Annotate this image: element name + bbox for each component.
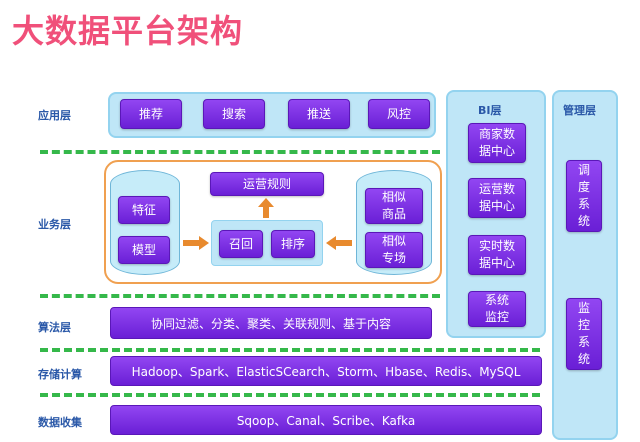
bi-layer-title: BI层	[478, 104, 502, 117]
bi-item-merchant[interactable]: 商家数据中心	[468, 123, 526, 163]
arrow-up-icon	[258, 198, 274, 218]
operation-rules-button[interactable]: 运营规则	[210, 172, 324, 196]
layer-label-storage: 存储计算	[38, 368, 82, 381]
recall-button[interactable]: 召回	[219, 230, 263, 258]
similar-products-label: 相似商品	[381, 190, 406, 221]
bi-item-label: 系统监控	[484, 293, 509, 324]
page-title: 大数据平台架构	[12, 12, 244, 50]
scheduling-system-button[interactable]: 调度系统	[566, 160, 602, 232]
bi-item-monitor[interactable]: 系统监控	[468, 291, 526, 327]
bi-item-realtime[interactable]: 实时数据中心	[468, 235, 526, 275]
similar-products-button[interactable]: 相似商品	[365, 188, 423, 224]
layer-label-business: 业务层	[38, 218, 71, 231]
scheduling-system-label: 调度系统	[577, 163, 590, 228]
app-item-recommend[interactable]: 推荐	[120, 99, 182, 129]
arrow-left-icon	[326, 236, 352, 250]
monitoring-system-button[interactable]: 监控系统	[566, 298, 602, 370]
algorithm-bar[interactable]: 协同过滤、分类、聚类、关联规则、基于内容	[110, 307, 432, 339]
app-item-search[interactable]: 搜索	[203, 99, 265, 129]
separator-line	[40, 294, 440, 298]
feature-button[interactable]: 特征	[118, 196, 170, 224]
model-button[interactable]: 模型	[118, 236, 170, 264]
similar-venues-label: 相似专场	[381, 234, 406, 265]
management-layer-title: 管理层	[563, 104, 596, 117]
arrow-right-icon	[183, 236, 209, 250]
separator-line	[40, 150, 440, 154]
bi-item-label: 运营数据中心	[478, 182, 515, 213]
monitoring-system-label: 监控系统	[577, 301, 590, 366]
separator-line	[40, 393, 540, 397]
sort-button[interactable]: 排序	[271, 230, 315, 258]
layer-label-collect: 数据收集	[38, 416, 82, 429]
collection-bar[interactable]: Sqoop、Canal、Scribe、Kafka	[110, 405, 542, 435]
layer-label-algo: 算法层	[38, 321, 71, 334]
bi-item-label: 实时数据中心	[478, 239, 515, 270]
app-item-push[interactable]: 推送	[288, 99, 350, 129]
separator-line	[40, 348, 540, 352]
storage-bar[interactable]: Hadoop、Spark、ElasticSCearch、Storm、Hbase、…	[110, 356, 542, 386]
similar-venues-button[interactable]: 相似专场	[365, 232, 423, 268]
bi-item-label: 商家数据中心	[478, 127, 515, 158]
app-item-risk[interactable]: 风控	[368, 99, 430, 129]
bi-item-operation[interactable]: 运营数据中心	[468, 178, 526, 218]
layer-label-app: 应用层	[38, 109, 71, 122]
management-layer-panel	[552, 90, 618, 440]
